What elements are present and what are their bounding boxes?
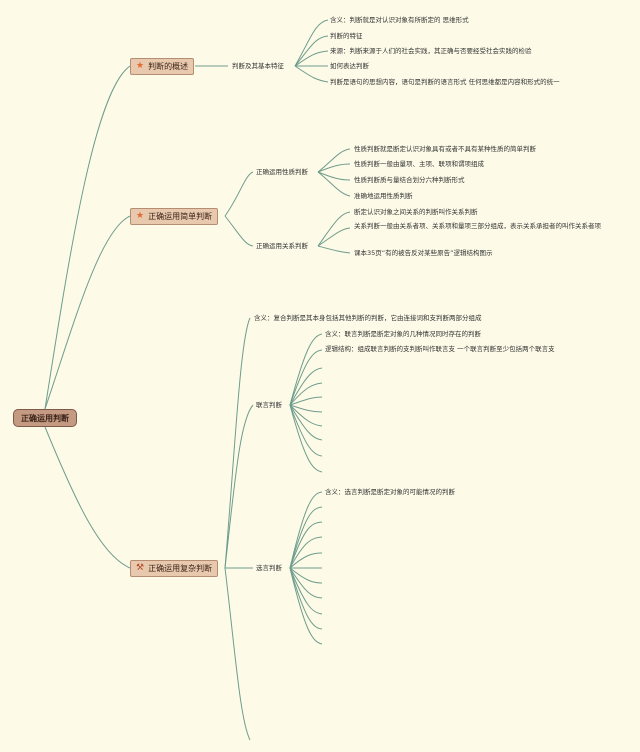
leaf-node[interactable]: 断定认识对象之间关系的判断叫作关系判断 [354,208,478,216]
leaf-node[interactable]: 如何表达判断 [330,62,369,70]
root-node[interactable]: 正确运用判断 [13,409,77,427]
topic-compound-judgment[interactable]: ⚒ 正确运用复杂判断 [130,560,219,577]
topic-label: 正确运用简单判断 [148,212,213,221]
leaf-node[interactable]: 性质判断就是断定认识对象具有或者不具有某种性质的简单判断 [354,145,536,153]
star-icon: ★ [136,211,145,221]
link-root-t3 [44,426,131,569]
subtopic-conjunctive-judgment[interactable]: 联言判断 [256,401,282,409]
compound-definition[interactable]: 含义：复合判断是其本身包括其他判断的判断，它由连接词和支判断两部分组成 [254,314,482,322]
topic-label: 正确运用复杂判断 [148,564,213,573]
leaf-node[interactable]: 含义：联言判断是断定对象的几种情况同时存在的判断 [325,330,481,338]
star-icon: ★ [136,61,145,71]
subtopic-definition-features[interactable]: 判断及其基本特征 [232,62,284,70]
leaf-node[interactable]: 性质判断一般由量项、主项、联项和谓项组成 [354,160,484,168]
leaf-node[interactable]: 逻辑结构：组成联言判断的支判断叫作联言支 一个联言判断至少包括两个联言支 [325,345,555,353]
leaf-node[interactable]: 关系判断一般由关系者项、关系项和量项三部分组成，表示关系承担者的叫作关系者项 [354,222,601,230]
leaf-node[interactable]: 课本35页“有的被告反对某些原告”逻辑结构图示 [354,249,493,257]
topic-label: 判断的概述 [148,62,189,71]
tools-icon: ⚒ [136,563,145,573]
link-root-t1 [44,65,131,410]
leaf-node[interactable]: 判断是语句的思想内容，语句是判断的语言形式 任何思维都是内容和形式的统一 [330,78,560,86]
subtopic-relation-judgment[interactable]: 正确运用关系判断 [256,242,308,250]
subtopic-property-judgment[interactable]: 正确运用性质判断 [256,168,308,176]
leaf-node[interactable]: 判断的特征 [330,32,363,40]
subtopic-disjunctive-judgment[interactable]: 选言判断 [256,564,282,572]
leaf-node[interactable]: 性质判断质与量结合划分六种判断形式 [354,176,465,184]
leaf-node[interactable]: 含义：判断就是对认识对象有所断定的 思维形式 [330,16,469,24]
leaf-node[interactable]: 来源：判断来源于人们的社会实践，其正确与否要经受社会实践的检验 [330,47,532,55]
leaf-node[interactable]: 准确地运用性质判断 [354,192,413,200]
link-root-t2 [44,215,131,410]
topic-simple-judgment[interactable]: ★ 正确运用简单判断 [130,208,219,225]
leaf-node[interactable]: 含义：选言判断是断定对象的可能情况的判断 [325,488,455,496]
topic-overview[interactable]: ★ 判断的概述 [130,58,195,75]
